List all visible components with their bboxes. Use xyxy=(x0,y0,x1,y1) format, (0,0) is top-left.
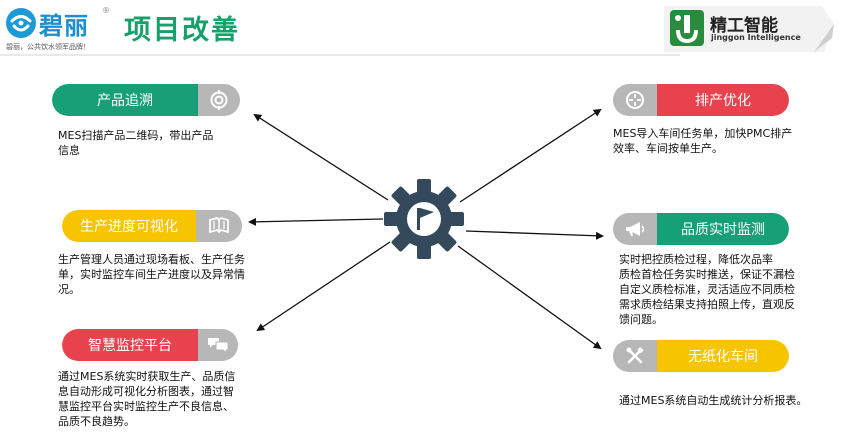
chat-icon xyxy=(198,329,238,361)
paperless-desc-line-1: 通过MES系统自动生成统计分析报表。 xyxy=(619,394,808,407)
brand-name: 碧丽 xyxy=(39,12,89,40)
arrow-to-paperless xyxy=(457,245,602,350)
arrow-to-trace xyxy=(253,113,389,201)
monitor-description: 通过MES系统实时获取生产、品质信 息自动形成可视化分析图表，通过智 慧监控平台… xyxy=(58,369,268,429)
monitor-desc-line-2: 息自动形成可视化分析图表，通过智 xyxy=(58,385,234,398)
quality-description: 实时把控质检过程，降低次品率 质检首检任务实时推送，保证不漏检 自定义质检标准，… xyxy=(619,252,829,327)
trace-desc-line-1: MES扫描产品二维码，带出产品 xyxy=(58,129,214,142)
arrow-to-schedule xyxy=(459,108,602,203)
partner-name: 精工智能 xyxy=(710,16,778,36)
progress-desc-line-1: 生产管理人员通过现场看板、生产任务 xyxy=(58,253,245,266)
arrow-to-monitor xyxy=(256,241,391,332)
brand-logo-icon xyxy=(6,8,36,38)
trace-description: MES扫描产品二维码，带出产品 信息 xyxy=(58,128,248,158)
schedule-description: MES导入车间任务单，加快PMC排产 效率、车间按单生产。 xyxy=(613,126,823,156)
page-title: 项目改善 xyxy=(124,15,240,46)
partner-subtitle: jinggon Intelligence xyxy=(711,33,801,42)
megaphone-icon xyxy=(613,213,657,245)
trace-desc-line-2: 信息 xyxy=(58,144,80,157)
monitor-desc-line-4: 品质不良趋势。 xyxy=(58,415,135,428)
brand-slogan: 碧丽，公共饮水领军品牌！ xyxy=(6,43,90,51)
schedule-label: 排产优化 xyxy=(657,84,789,116)
quality-desc-line-1: 实时把控质检过程，降低次品率 xyxy=(619,253,773,266)
quality-label: 品质实时监测 xyxy=(657,213,789,245)
schedule-desc-line-1: MES导入车间任务单，加快PMC排产 xyxy=(613,127,793,140)
paperless-label: 无纸化车间 xyxy=(657,340,789,372)
arrow-to-progress xyxy=(248,217,384,226)
header-divider xyxy=(0,54,680,56)
paperless-pill: 无纸化车间 xyxy=(613,340,789,372)
trace-label: 产品追溯 xyxy=(52,84,198,116)
progress-label: 生产进度可视化 xyxy=(62,210,196,242)
progress-desc-line-3: 况。 xyxy=(58,283,80,296)
gear-flag-icon xyxy=(383,178,465,260)
monitor-pill: 智慧监控平台 xyxy=(62,329,238,361)
partner-logo-icon xyxy=(670,10,704,46)
arrow-to-quality xyxy=(465,230,604,240)
monitor-desc-line-1: 通过MES系统实时获取生产、品质信 xyxy=(58,370,236,383)
progress-pill: 生产进度可视化 xyxy=(62,210,242,242)
brand-logo: 碧丽 ® 碧丽，公共饮水领军品牌！ xyxy=(6,6,116,51)
brand-registered-mark: ® xyxy=(102,6,110,15)
monitor-label: 智慧监控平台 xyxy=(62,329,198,361)
schedule-desc-line-2: 效率、车间按单生产。 xyxy=(613,142,723,155)
quality-pill: 品质实时监测 xyxy=(613,213,789,245)
quality-desc-line-3: 自定义质检标准，灵活适应不同质检 xyxy=(619,283,795,296)
quality-desc-line-5: 馈问题。 xyxy=(619,313,663,326)
trace-pill: 产品追溯 xyxy=(52,84,240,116)
tools-icon xyxy=(613,340,657,372)
monitor-desc-line-3: 慧监控平台实时监控生产不良信息、 xyxy=(58,400,234,413)
progress-desc-line-2: 单，实时监控车间生产进度以及异常情 xyxy=(58,268,245,281)
paperless-description: 通过MES系统自动生成统计分析报表。 xyxy=(619,393,834,408)
quality-desc-line-2: 质检首检任务实时推送，保证不漏检 xyxy=(619,268,795,281)
book-icon xyxy=(196,210,242,242)
partner-logo-banner xyxy=(664,6,834,52)
quality-desc-line-4: 需求质检结果支持拍照上传，直观反 xyxy=(619,298,795,311)
compass-icon xyxy=(613,84,657,116)
target-icon xyxy=(198,84,240,116)
partner-logo: 精工智能 jinggon Intelligence xyxy=(664,4,836,54)
schedule-pill: 排产优化 xyxy=(613,84,789,116)
progress-description: 生产管理人员通过现场看板、生产任务 单，实时监控车间生产进度以及异常情 况。 xyxy=(58,252,270,297)
